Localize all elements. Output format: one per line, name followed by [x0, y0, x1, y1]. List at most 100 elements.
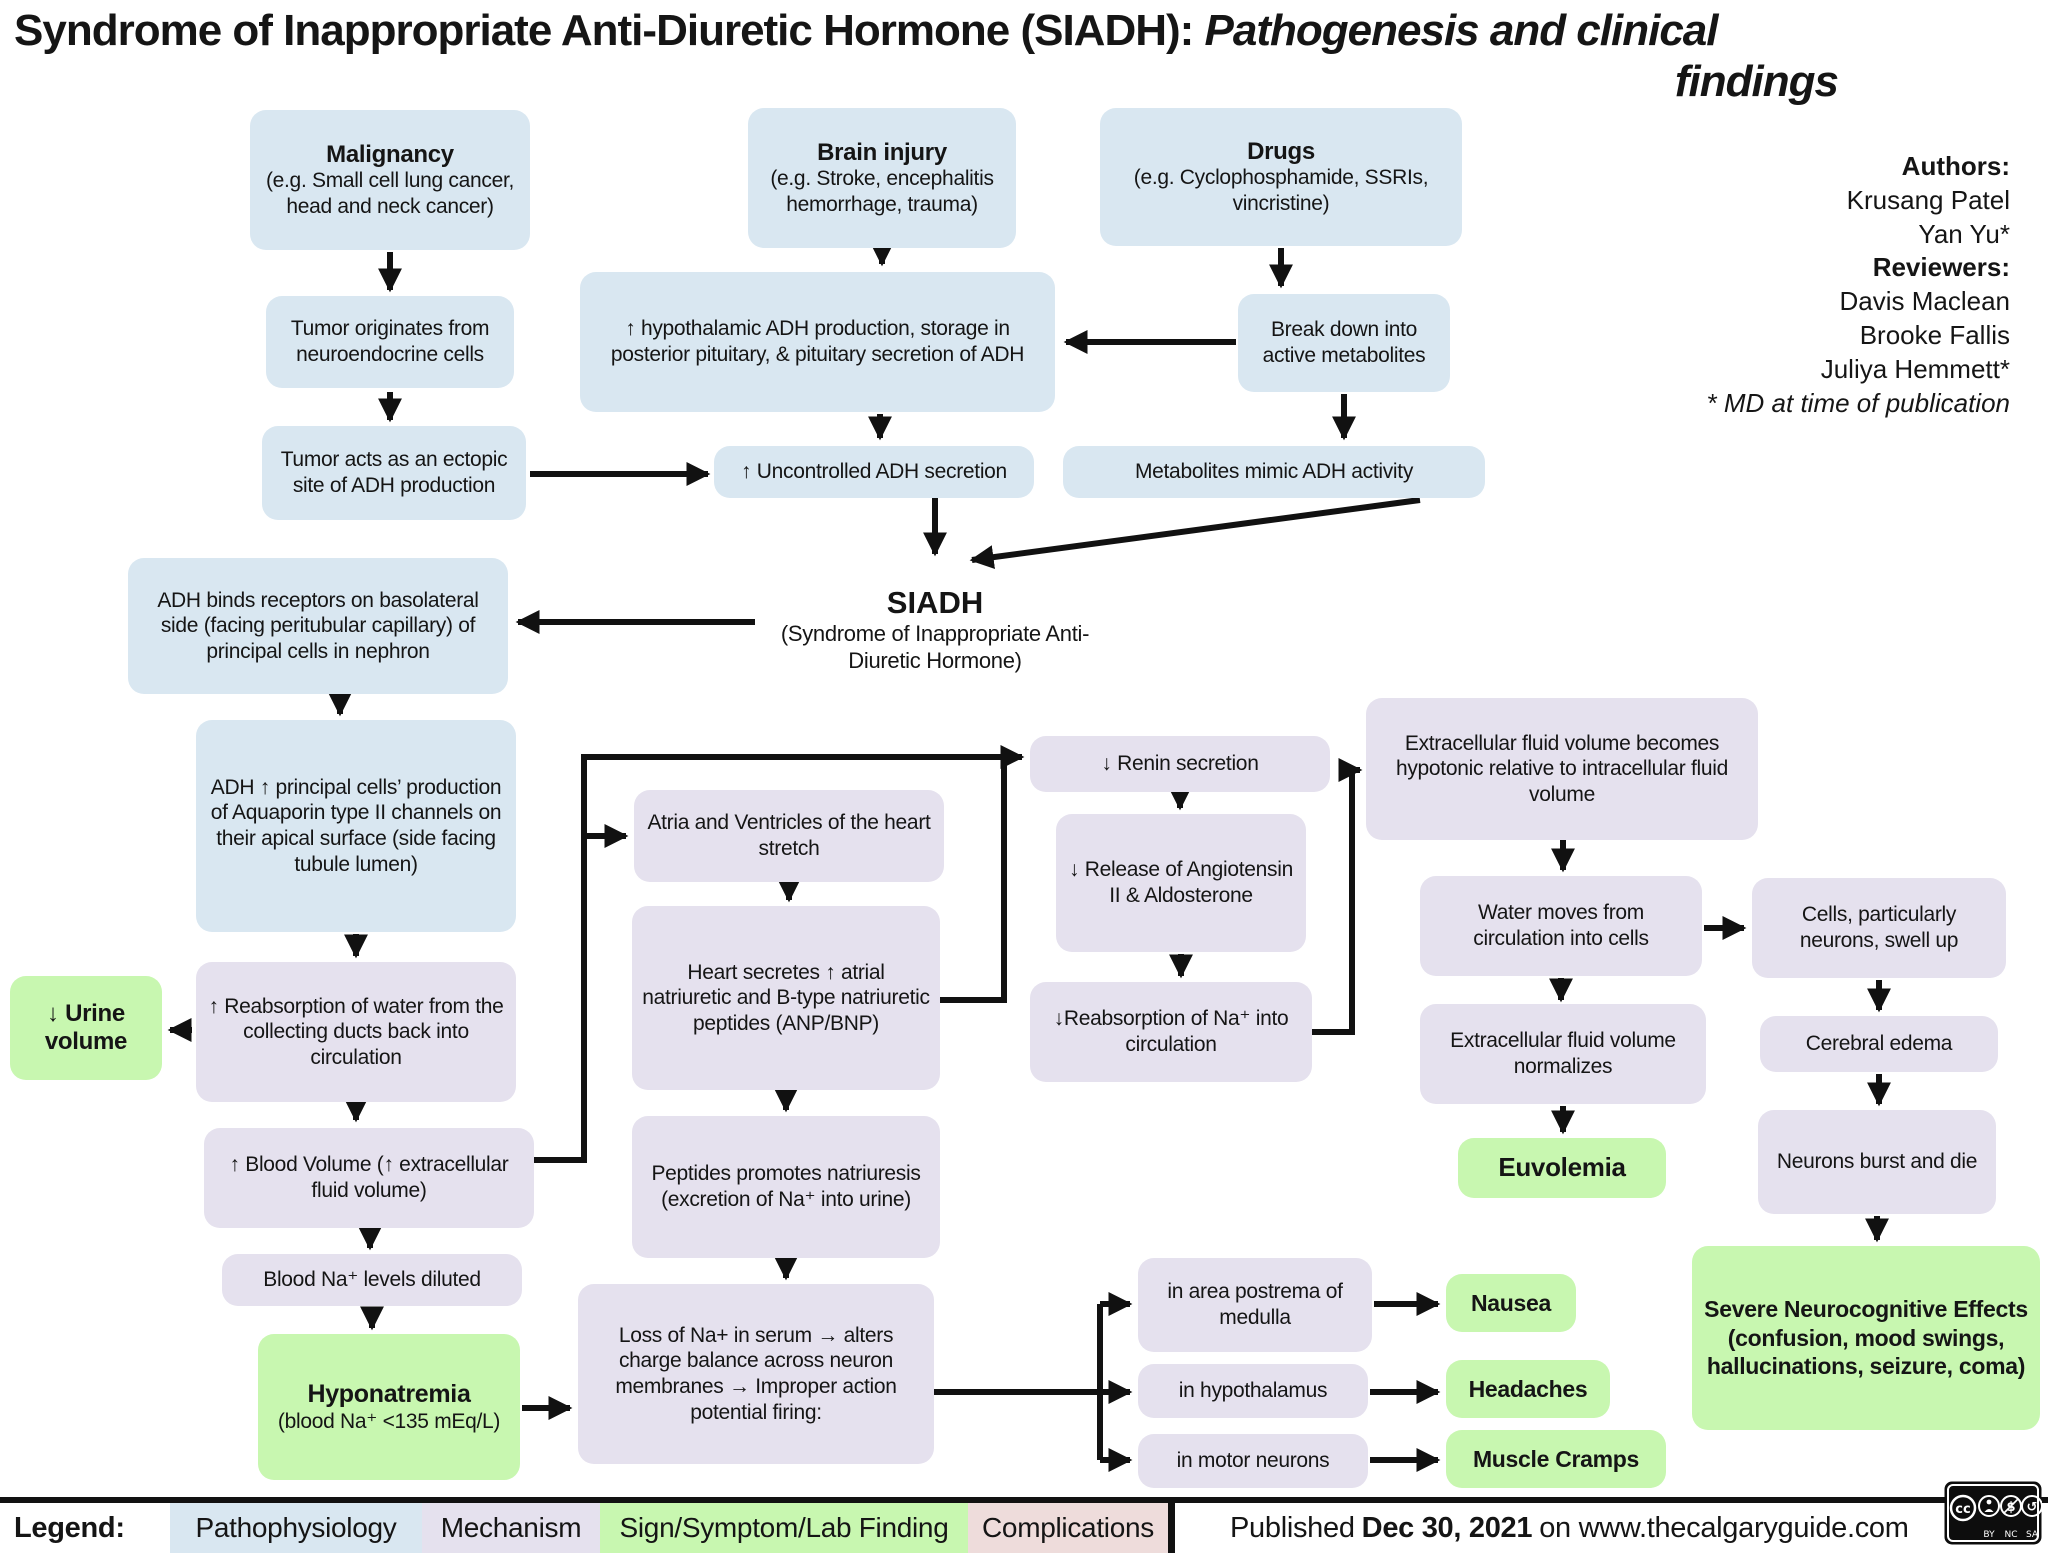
node-hyponatremia: Hyponatremia (blood Na⁺ <135 mEq/L) — [258, 1334, 520, 1480]
credits-block: Authors: Krusang Patel Yan Yu* Reviewers… — [1680, 150, 2010, 420]
svg-text:$: $ — [2006, 1500, 2015, 1515]
node-title: Severe Neurocognitive Effects (confusion… — [1704, 1295, 2028, 1380]
node-body: Tumor acts as an ectopic site of ADH pro… — [280, 448, 508, 497]
title-main: Syndrome of Inappropriate Anti-Diuretic … — [14, 6, 1205, 55]
cc-by-nc-sa-icon: cc $ ↺ BY NC SA — [1944, 1481, 2043, 1545]
node-body: Break down into active metabolites — [1262, 318, 1426, 367]
node-title: Brain injury — [817, 138, 947, 166]
node-body: Blood Na⁺ levels diluted — [263, 1268, 481, 1292]
node-peptides-promote: Peptides promotes natriuresis (excretion… — [632, 1116, 940, 1258]
node-blood-na-diluted: Blood Na⁺ levels diluted — [222, 1254, 522, 1306]
node-body: ↑ hypothalamic ADH production, storage i… — [610, 317, 1025, 366]
node-euvolemia: Euvolemia — [1458, 1138, 1666, 1198]
published-prefix: Published — [1230, 1511, 1355, 1544]
node-body: ↓ Release of Angiotensin II & Aldosteron… — [1069, 858, 1293, 907]
node-drugs: Drugs (e.g. Cyclophosphamide, SSRIs, vin… — [1100, 108, 1462, 246]
node-angiotensin: ↓ Release of Angiotensin II & Aldosteron… — [1056, 814, 1306, 952]
node-hypothalamic-adh: ↑ hypothalamic ADH production, storage i… — [580, 272, 1055, 412]
legend-pathophysiology: Pathophysiology — [170, 1503, 422, 1553]
authors-label: Authors: — [1901, 151, 2010, 181]
node-body: Extracellular fluid volume normalizes — [1450, 1029, 1676, 1078]
node-reabsorption-na: ↓Reabsorption of Na⁺ into circulation — [1030, 982, 1312, 1082]
node-atria-ventricles: Atria and Ventricles of the heart stretc… — [634, 790, 944, 882]
cc-license-badge: cc $ ↺ BY NC SA — [1944, 1481, 2043, 1550]
node-tumor-originates: Tumor originates from neuroendocrine cel… — [266, 296, 514, 388]
legend-bar: Legend: Pathophysiology Mechanism Sign/S… — [0, 1497, 2048, 1553]
node-title: Nausea — [1470, 1289, 1552, 1316]
legend-divider — [1168, 1503, 1175, 1553]
node-blood-volume: ↑ Blood Volume (↑ extracellular fluid vo… — [204, 1128, 534, 1228]
node-body: Heart secretes ↑ atrial natriuretic and … — [642, 960, 930, 1035]
legend-sign-symptom: Sign/Symptom/Lab Finding — [600, 1503, 968, 1553]
node-reabsorption-water: ↑ Reabsorption of water from the collect… — [196, 962, 516, 1102]
node-body: in area postrema of medulla — [1167, 1280, 1343, 1329]
legend-label: Legend: — [0, 1503, 170, 1553]
node-body: (Syndrome of Inappropriate Anti-Diuretic… — [780, 620, 1090, 673]
node-title: Malignancy — [326, 140, 454, 168]
published-date: Dec 30, 2021 — [1361, 1511, 1533, 1544]
node-body: ↓Reabsorption of Na⁺ into circulation — [1053, 1007, 1289, 1056]
cc-glyph: cc — [1955, 1502, 1970, 1517]
node-ecf-normalizes: Extracellular fluid volume normalizes — [1420, 1004, 1706, 1104]
node-body: (e.g. Cyclophosphamide, SSRIs, vincristi… — [1133, 166, 1429, 215]
published-note: Published Dec 30, 2021 on www.thecalgary… — [1175, 1503, 2048, 1553]
node-body: Neurons burst and die — [1776, 1150, 1978, 1174]
node-water-moves: Water moves from circulation into cells — [1420, 876, 1702, 976]
author: Yan Yu* — [1918, 218, 2010, 249]
node-uncontrolled-adh: ↑ Uncontrolled ADH secretion — [714, 446, 1034, 498]
node-body: Extracellular fluid volume becomes hypot… — [1395, 731, 1729, 806]
node-body: ↑ Reabsorption of water from the collect… — [208, 994, 504, 1069]
node-renin: ↓ Renin secretion — [1030, 736, 1330, 792]
node-body: in hypothalamus — [1178, 1379, 1328, 1403]
node-metabolites-mimic: Metabolites mimic ADH activity — [1063, 446, 1485, 498]
node-nausea: Nausea — [1446, 1274, 1576, 1332]
node-hypothalamus: in hypothalamus — [1138, 1364, 1368, 1418]
node-body: Loss of Na+ in serum → alters charge bal… — [615, 1323, 897, 1424]
node-neurons-burst: Neurons burst and die — [1758, 1110, 1996, 1214]
cc-circle-icon — [1949, 1494, 1977, 1522]
node-muscle-cramps: Muscle Cramps — [1446, 1430, 1666, 1488]
credits-footnote: * MD at time of publication — [1706, 387, 2010, 418]
node-title: Euvolemia — [1498, 1152, 1626, 1183]
node-loss-na: Loss of Na+ in serum → alters charge bal… — [578, 1284, 934, 1464]
node-body: Atria and Ventricles of the heart stretc… — [647, 811, 931, 860]
node-brain-injury: Brain injury (e.g. Stroke, encephalitis … — [748, 108, 1016, 248]
node-heart-secretes: Heart secretes ↑ atrial natriuretic and … — [632, 906, 940, 1090]
node-body: ADH ↑ principal cells’ production of Aqu… — [210, 775, 502, 876]
node-body: Metabolites mimic ADH activity — [1134, 460, 1414, 484]
node-area-postrema: in area postrema of medulla — [1138, 1258, 1372, 1352]
reviewer: Davis Maclean — [1839, 286, 2010, 317]
node-urine-volume: ↓ Urine volume — [10, 976, 162, 1080]
author: Krusang Patel — [1846, 184, 2010, 215]
reviewer: Juliya Hemmett* — [1820, 353, 2010, 384]
node-body: Tumor originates from neuroendocrine cel… — [290, 317, 490, 366]
node-body: ↑ Uncontrolled ADH secretion — [741, 460, 1007, 484]
node-body: ↑ Blood Volume (↑ extracellular fluid vo… — [229, 1153, 509, 1202]
svg-text:↺: ↺ — [2027, 1500, 2038, 1515]
node-break-down: Break down into active metabolites — [1238, 294, 1450, 392]
legend-complications: Complications — [968, 1503, 1168, 1553]
node-title: Hyponatremia — [307, 1379, 471, 1408]
cc-by-label: BY — [1983, 1530, 1995, 1540]
connectors — [167, 242, 1891, 1472]
node-title: SIADH — [886, 585, 984, 621]
node-body: (e.g. Small cell lung cancer, head and n… — [265, 169, 515, 218]
node-ecf-hypotonic: Extracellular fluid volume becomes hypot… — [1366, 698, 1758, 840]
node-adh-binds: ADH binds receptors on basolateral side … — [128, 558, 508, 694]
page-title-line2: findings — [1674, 57, 1839, 106]
cc-nc-label: NC — [2004, 1530, 2017, 1540]
node-headaches: Headaches — [1446, 1360, 1610, 1418]
node-body: Cerebral edema — [1805, 1032, 1953, 1056]
node-body: (e.g. Stroke, encephalitis hemorrhage, t… — [770, 167, 994, 216]
page-title: Syndrome of Inappropriate Anti-Diuretic … — [14, 6, 2040, 56]
node-body: Water moves from circulation into cells — [1473, 901, 1649, 950]
node-body: ↓ Renin secretion — [1101, 752, 1259, 776]
node-body: Cells, particularly neurons, swell up — [1799, 903, 1959, 952]
node-severe-neurocognitive: Severe Neurocognitive Effects (confusion… — [1692, 1246, 2040, 1430]
node-tumor-ectopic: Tumor acts as an ectopic site of ADH pro… — [262, 426, 526, 520]
node-malignancy: Malignancy (e.g. Small cell lung cancer,… — [250, 110, 530, 250]
node-siadh: SIADH (Syndrome of Inappropriate Anti-Di… — [745, 562, 1125, 698]
node-title: Drugs — [1247, 137, 1315, 165]
